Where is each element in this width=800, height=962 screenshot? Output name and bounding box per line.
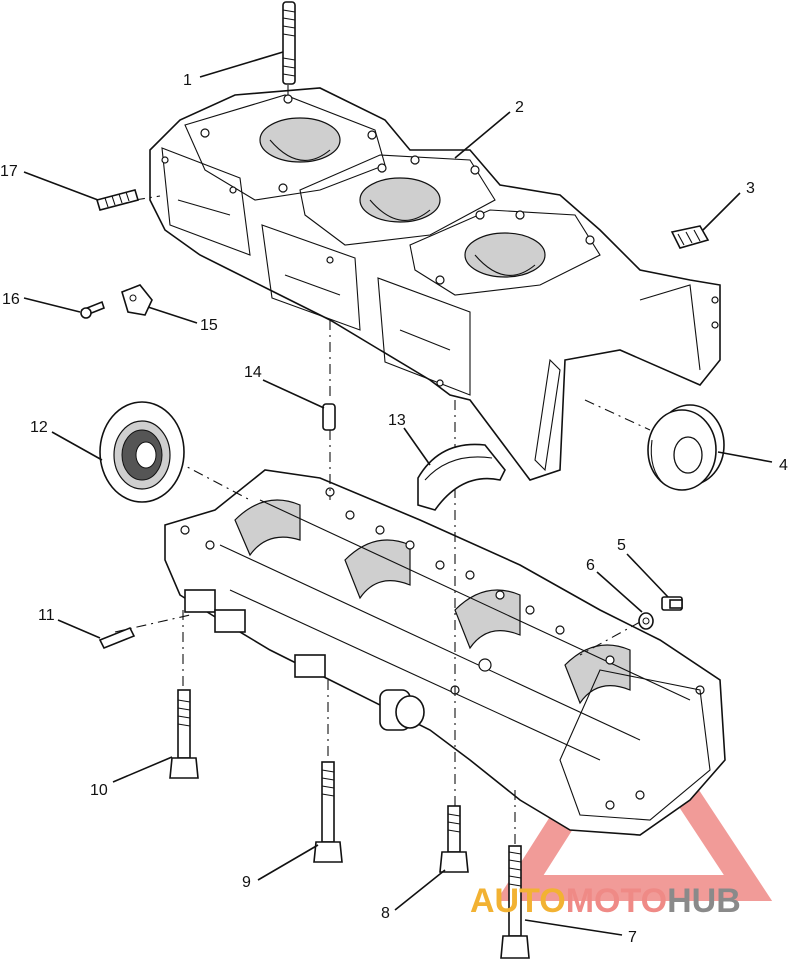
bearing-shell-part-13 bbox=[417, 443, 506, 511]
stud-part-17 bbox=[95, 189, 140, 211]
callout-2: 2 bbox=[515, 99, 524, 116]
svg-text:AUTOMOTOHUB: AUTOMOTOHUB bbox=[470, 882, 741, 920]
callout-9: 9 bbox=[242, 874, 251, 891]
watermark-moto: MOTO bbox=[566, 882, 667, 920]
callout-13: 13 bbox=[388, 412, 406, 429]
callout-17: 17 bbox=[0, 163, 18, 180]
screw-part-16 bbox=[80, 300, 105, 319]
lower-crankcase bbox=[164, 469, 726, 836]
callout-10: 10 bbox=[90, 782, 108, 799]
callout-12: 12 bbox=[30, 419, 48, 436]
bolt-part-10 bbox=[169, 689, 199, 779]
callout-3: 3 bbox=[746, 180, 755, 197]
leader-lines bbox=[23, 51, 773, 936]
screw-part-5 bbox=[661, 596, 683, 611]
fitting-part-3 bbox=[670, 225, 710, 249]
callout-8: 8 bbox=[381, 905, 390, 922]
upper-crankcase bbox=[149, 87, 721, 481]
callout-6: 6 bbox=[586, 557, 595, 574]
watermark-text: AUTOMOTOHUB bbox=[470, 882, 741, 920]
callout-11: 11 bbox=[38, 607, 55, 624]
pin-part-11 bbox=[98, 626, 136, 650]
seal-part-4 bbox=[647, 404, 725, 491]
callout-4: 4 bbox=[779, 457, 788, 474]
bolt-part-8 bbox=[439, 805, 469, 873]
callout-15: 15 bbox=[200, 317, 218, 334]
callout-5: 5 bbox=[617, 537, 626, 554]
callout-14: 14 bbox=[244, 364, 262, 381]
callout-1: 1 bbox=[183, 72, 192, 89]
washer-part-6 bbox=[638, 612, 654, 630]
callout-labels: 1 2 3 4 5 6 7 8 9 10 11 12 13 14 15 16 1… bbox=[0, 72, 788, 946]
bolt-part-7 bbox=[500, 845, 530, 959]
stud-part-1 bbox=[282, 1, 296, 85]
watermark-hub: HUB bbox=[667, 882, 741, 920]
bolt-part-9 bbox=[313, 761, 343, 863]
callout-7: 7 bbox=[628, 929, 637, 946]
plate-part-15 bbox=[121, 284, 153, 316]
dowel-part-14 bbox=[322, 403, 336, 431]
callout-16: 16 bbox=[2, 291, 20, 308]
seal-part-12 bbox=[99, 401, 185, 503]
watermark-auto: AUTO bbox=[470, 882, 566, 920]
